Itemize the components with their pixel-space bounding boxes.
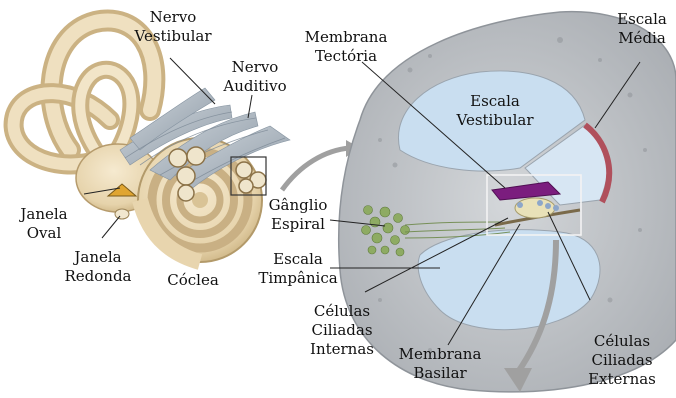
- label-coclea: Cóclea: [158, 271, 228, 290]
- magnify-arrow-icon: [282, 148, 350, 190]
- round-window-icon: [115, 209, 129, 219]
